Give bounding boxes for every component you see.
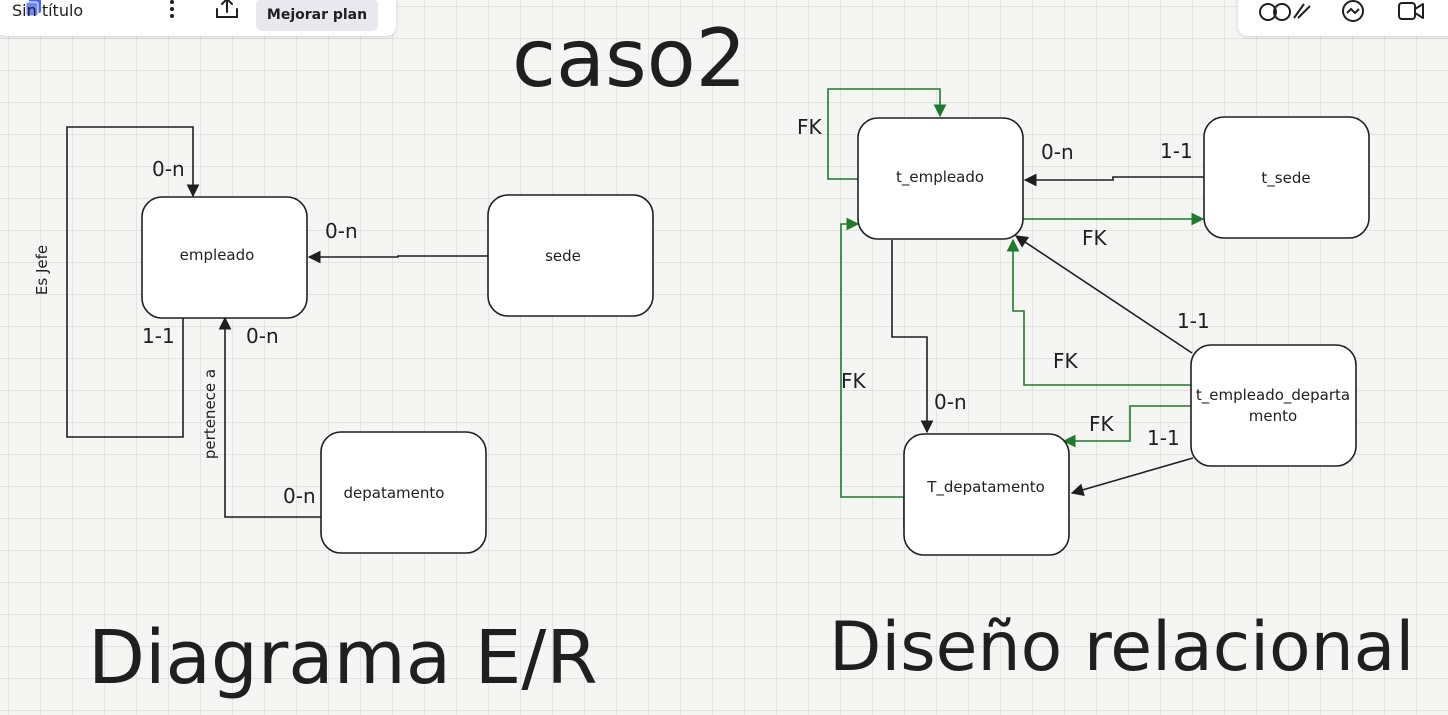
relation-pertenece-label[interactable]: pertenece a bbox=[201, 369, 219, 459]
fk-sede-label[interactable]: FK bbox=[1082, 226, 1108, 250]
table-t-empleado-departamento[interactable]: t_empleado_departa mento bbox=[1190, 344, 1357, 467]
cardinality-dep-emp[interactable]: 0-n bbox=[246, 324, 279, 348]
comments-icon[interactable] bbox=[1340, 0, 1366, 24]
board-title[interactable]: Sin título bbox=[12, 1, 84, 20]
relation-es-jefe-label[interactable]: Es Jefe bbox=[33, 245, 51, 295]
one-one-emp-label[interactable]: 1-1 bbox=[1177, 309, 1210, 333]
board-icon[interactable] bbox=[24, 0, 44, 18]
table-t-empleado-departamento-label-1: t_empleado_departa bbox=[1196, 386, 1350, 405]
entity-sede-label: sede bbox=[545, 247, 581, 265]
share-export-icon[interactable] bbox=[214, 0, 240, 20]
table-t-empleado-label: t_empleado bbox=[896, 168, 984, 187]
fk-self-connector[interactable] bbox=[827, 88, 947, 180]
entity-empleado[interactable]: empleado bbox=[141, 196, 308, 319]
cardinality-dep-dep[interactable]: 0-n bbox=[283, 484, 316, 508]
table-t-sede[interactable]: t_sede bbox=[1203, 116, 1370, 239]
table-t-depatamento-label: T_depatamento bbox=[926, 478, 1045, 497]
cardinality-sede[interactable]: 0-n bbox=[325, 219, 358, 243]
collaboration-toolbar bbox=[1238, 0, 1448, 36]
board-heading[interactable]: caso2 bbox=[512, 12, 747, 105]
pertenece-connector[interactable] bbox=[218, 316, 321, 518]
fk-self-label[interactable]: FK bbox=[797, 115, 823, 139]
more-options-icon[interactable] bbox=[166, 0, 178, 20]
table-t-sede-label: t_sede bbox=[1261, 169, 1310, 188]
one-one-dep-label[interactable]: 1-1 bbox=[1147, 426, 1180, 450]
fk-dep-label[interactable]: FK bbox=[1089, 412, 1115, 436]
one-one-sede-label[interactable]: 1-1 bbox=[1160, 139, 1193, 163]
cardinality-self-bottom[interactable]: 1-1 bbox=[142, 324, 175, 348]
video-call-icon[interactable] bbox=[1396, 0, 1426, 22]
empdep-to-empleado-connector[interactable] bbox=[1014, 235, 1193, 354]
fk-emp-label[interactable]: FK bbox=[1053, 349, 1079, 373]
cardinality-self-top[interactable]: 0-n bbox=[152, 157, 185, 181]
entity-sede[interactable]: sede bbox=[487, 194, 654, 317]
upgrade-plan-button[interactable]: Mejorar plan bbox=[256, 0, 378, 31]
entity-empleado-label: empleado bbox=[180, 246, 255, 264]
entity-depatamento-label: depatamento bbox=[344, 484, 445, 502]
sede-to-empleado-connector[interactable] bbox=[1023, 173, 1204, 187]
sede-empleado-connector[interactable] bbox=[307, 250, 488, 264]
fk-dep-left-label[interactable]: FK bbox=[841, 369, 867, 393]
er-caption[interactable]: Diagrama E/R bbox=[88, 615, 598, 701]
er-diagram: empleado sede depatamento 0-n 1-1 0-n 0-… bbox=[33, 126, 654, 554]
es-jefe-connector[interactable] bbox=[66, 126, 200, 438]
fk-dep-connector[interactable] bbox=[1062, 405, 1191, 448]
table-t-empleado[interactable]: t_empleado bbox=[857, 117, 1024, 240]
top-toolbar: Sin título Mejorar plan bbox=[0, 0, 396, 36]
table-t-empleado-departamento-label-2: mento bbox=[1249, 407, 1297, 425]
entity-depatamento[interactable]: depatamento bbox=[320, 431, 487, 554]
zero-n-dep-label[interactable]: 0-n bbox=[934, 390, 967, 414]
empdep-to-depatamento-connector[interactable] bbox=[1070, 457, 1194, 496]
reactions-icon[interactable] bbox=[1258, 0, 1314, 24]
relational-diagram: t_empleado t_sede t_empleado_departa men… bbox=[797, 88, 1370, 556]
table-t-depatamento[interactable]: T_depatamento bbox=[903, 433, 1070, 556]
relational-caption[interactable]: Diseño relacional bbox=[829, 608, 1414, 687]
fk-emp-connector[interactable] bbox=[1006, 238, 1191, 386]
zero-n-sede-label[interactable]: 0-n bbox=[1041, 140, 1074, 164]
empleado-to-depatamento-connector[interactable] bbox=[891, 240, 934, 434]
